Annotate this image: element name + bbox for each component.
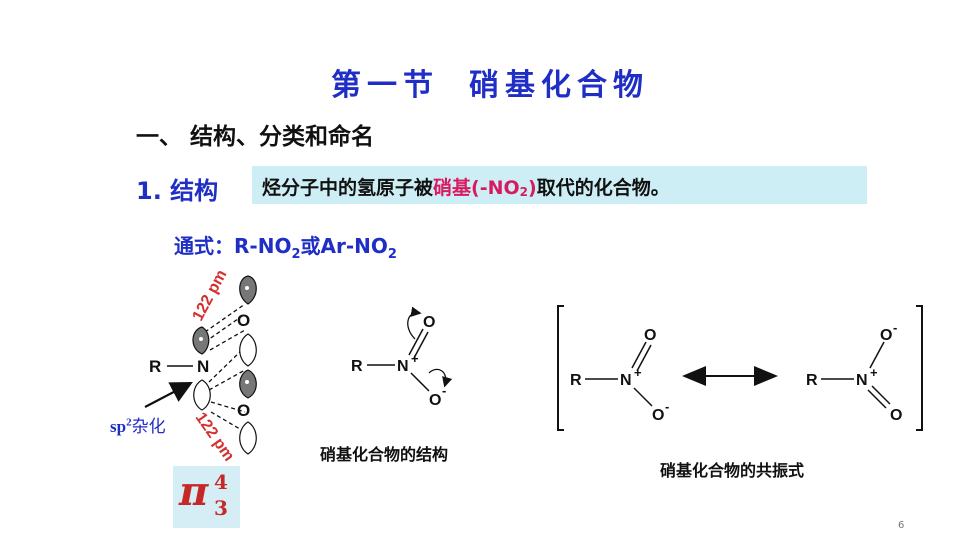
svg-text:O: O bbox=[429, 392, 441, 409]
svg-text:O: O bbox=[644, 327, 656, 344]
definition-pre: 烃分子中的氢原子被 bbox=[262, 177, 434, 199]
oxygen-bottom: O bbox=[237, 401, 250, 420]
orbital-lobe bbox=[239, 369, 257, 399]
svg-text:O: O bbox=[890, 407, 902, 424]
definition-box bbox=[252, 166, 867, 204]
svg-text:O: O bbox=[423, 314, 435, 331]
nitrogen-atom: N bbox=[197, 357, 209, 376]
nitro-structure-diagram: R N + O O - bbox=[351, 306, 453, 409]
svg-text:-: - bbox=[893, 320, 897, 335]
caption-structure: 硝基化合物的结构 bbox=[320, 445, 449, 464]
svg-text:R: R bbox=[806, 372, 818, 389]
title-section-number: 第一节 bbox=[331, 68, 439, 103]
caption-resonance: 硝基化合物的共振式 bbox=[660, 461, 805, 480]
r-group: R bbox=[149, 357, 161, 376]
svg-text:+: + bbox=[634, 365, 642, 380]
structure-label: 1. 结构 bbox=[136, 177, 219, 205]
svg-text:O: O bbox=[880, 327, 892, 344]
bond-length-bottom: 122 pm bbox=[192, 410, 238, 465]
svg-text:R: R bbox=[351, 358, 363, 375]
svg-text:N: N bbox=[856, 372, 868, 389]
orbital-diagram: O N R O 122 pm 122 pm bbox=[144, 267, 257, 465]
oxygen-top: O bbox=[237, 311, 250, 330]
svg-text:+: + bbox=[411, 351, 419, 366]
svg-text:-: - bbox=[665, 399, 669, 414]
section-heading: 一、 结构、分类和命名 bbox=[136, 124, 375, 150]
definition-post: 取代的化合物。 bbox=[536, 177, 670, 199]
resonance-diagram: R N + O O - R N + O - O bbox=[557, 305, 923, 431]
general-formula: 通式：R-NO2或Ar-NO2 bbox=[174, 234, 397, 262]
right-bracket bbox=[916, 305, 923, 431]
slide-title: 第一节硝基化合物 bbox=[0, 60, 980, 104]
page-number: 6 bbox=[898, 520, 905, 531]
svg-text:N: N bbox=[397, 358, 409, 375]
svg-text:R: R bbox=[570, 372, 582, 389]
bond-length-top: 122 pm bbox=[190, 267, 231, 324]
svg-text:+: + bbox=[870, 365, 878, 380]
definition-highlight: 硝基(-NO2) bbox=[433, 177, 537, 199]
pi-superscript: 4 bbox=[214, 470, 228, 494]
svg-text:N: N bbox=[620, 372, 632, 389]
title-topic: 硝基化合物 bbox=[469, 68, 649, 103]
definition-text: 烃分子中的氢原子被硝基(-NO2)取代的化合物。 bbox=[262, 173, 670, 200]
hybridization-label: sp2杂化 bbox=[110, 416, 166, 436]
pi-bond-box bbox=[173, 466, 240, 528]
svg-text:-: - bbox=[442, 383, 446, 398]
svg-text:O: O bbox=[652, 407, 664, 424]
sp2-arrow bbox=[144, 381, 193, 408]
left-bracket bbox=[557, 305, 564, 431]
pi-symbol: π bbox=[179, 468, 209, 515]
pi-subscript: 3 bbox=[214, 496, 228, 520]
orbital-lobe bbox=[239, 275, 257, 305]
